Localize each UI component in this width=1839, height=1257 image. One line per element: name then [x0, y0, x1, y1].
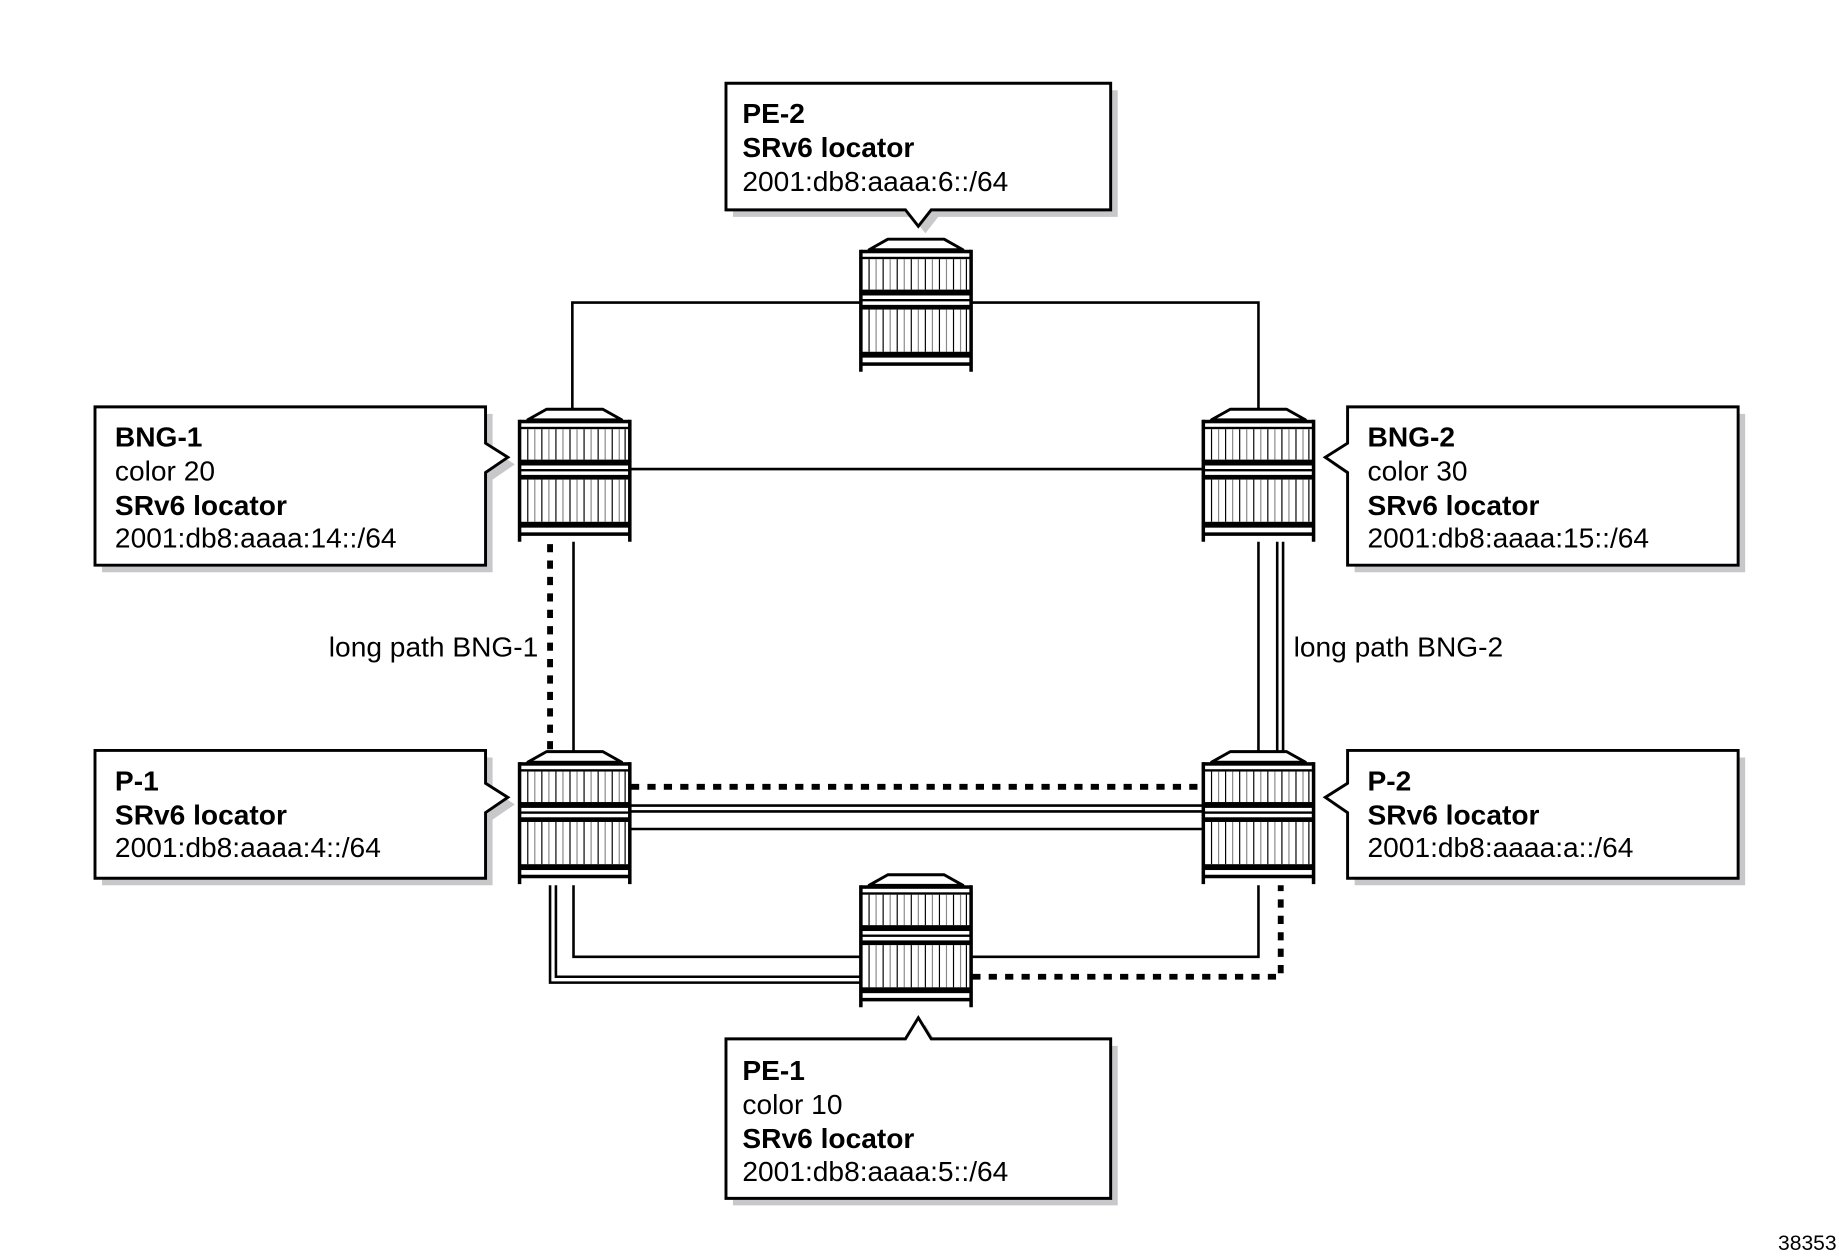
- long-path-bng1-label: long path BNG-1: [329, 632, 539, 663]
- router-p1[interactable]: [517, 749, 632, 886]
- figure-id: 38353: [1778, 1232, 1837, 1255]
- node-name: BNG-2: [1368, 422, 1456, 453]
- router-icon: [1201, 749, 1316, 886]
- locator-value: 2001:db8:aaaa:6::/64: [742, 166, 1008, 197]
- callout-p1: P-1 SRv6 locator 2001:db8:aaaa:4::/64: [93, 748, 515, 886]
- router-bng1[interactable]: [517, 407, 632, 544]
- router-icon: [859, 237, 973, 374]
- callout-p2: P-2 SRv6 locator 2001:db8:aaaa:a::/64: [1322, 748, 1746, 886]
- locator-label: SRv6 locator: [1368, 799, 1540, 830]
- locator-label: SRv6 locator: [742, 132, 914, 163]
- locator-value: 2001:db8:aaaa:14::/64: [115, 523, 397, 554]
- locator-label: SRv6 locator: [742, 1123, 914, 1154]
- router-icon: [517, 407, 632, 544]
- locator-label: SRv6 locator: [115, 799, 287, 830]
- callout-pe1: PE-1 color 10 SRv6 locator 2001:db8:aaaa…: [724, 1014, 1118, 1206]
- link-pe2-bng2: [972, 301, 1260, 409]
- link-pe2-bng1: [571, 301, 860, 409]
- long-path-bng2-segment: [548, 885, 860, 984]
- callout-pe2: PE-2 SRv6 locator 2001:db8:aaaa:6::/64: [724, 81, 1118, 234]
- node-name: PE-1: [742, 1055, 805, 1086]
- locator-label: SRv6 locator: [115, 490, 287, 521]
- router-icon: [1201, 407, 1316, 544]
- locator-value: 2001:db8:aaaa:15::/64: [1368, 523, 1650, 554]
- link-p1-pe1: [572, 885, 860, 959]
- long-path-bng2-label: long path BNG-2: [1294, 632, 1504, 663]
- node-name: BNG-1: [115, 422, 203, 453]
- locator-value: 2001:db8:aaaa:a::/64: [1368, 832, 1634, 863]
- locator-value: 2001:db8:aaaa:4::/64: [115, 832, 381, 863]
- router-icon: [517, 749, 632, 886]
- callout-bng2: BNG-2 color 30 SRv6 locator 2001:db8:aaa…: [1322, 405, 1746, 573]
- long-path-bng1-segment: [972, 885, 1284, 980]
- router-pe1[interactable]: [859, 872, 973, 1010]
- node-name: P-1: [115, 765, 159, 796]
- router-bng2[interactable]: [1201, 407, 1316, 544]
- link-p2-pe1: [972, 885, 1260, 959]
- node-color: color 30: [1368, 456, 1468, 487]
- node-name: PE-2: [742, 98, 805, 129]
- long-path-bng2-segment: [554, 885, 860, 979]
- locator-label: SRv6 locator: [1368, 490, 1540, 521]
- node-color: color 20: [115, 456, 215, 487]
- links: [547, 301, 1285, 984]
- router-p2[interactable]: [1201, 749, 1316, 886]
- callout-bng1: BNG-1 color 20 SRv6 locator 2001:db8:aaa…: [93, 405, 515, 573]
- locator-value: 2001:db8:aaaa:5::/64: [742, 1156, 1008, 1187]
- node-name: P-2: [1368, 765, 1412, 796]
- router-icon: [859, 872, 973, 1010]
- router-pe2[interactable]: [859, 237, 973, 374]
- node-color: color 10: [742, 1089, 842, 1120]
